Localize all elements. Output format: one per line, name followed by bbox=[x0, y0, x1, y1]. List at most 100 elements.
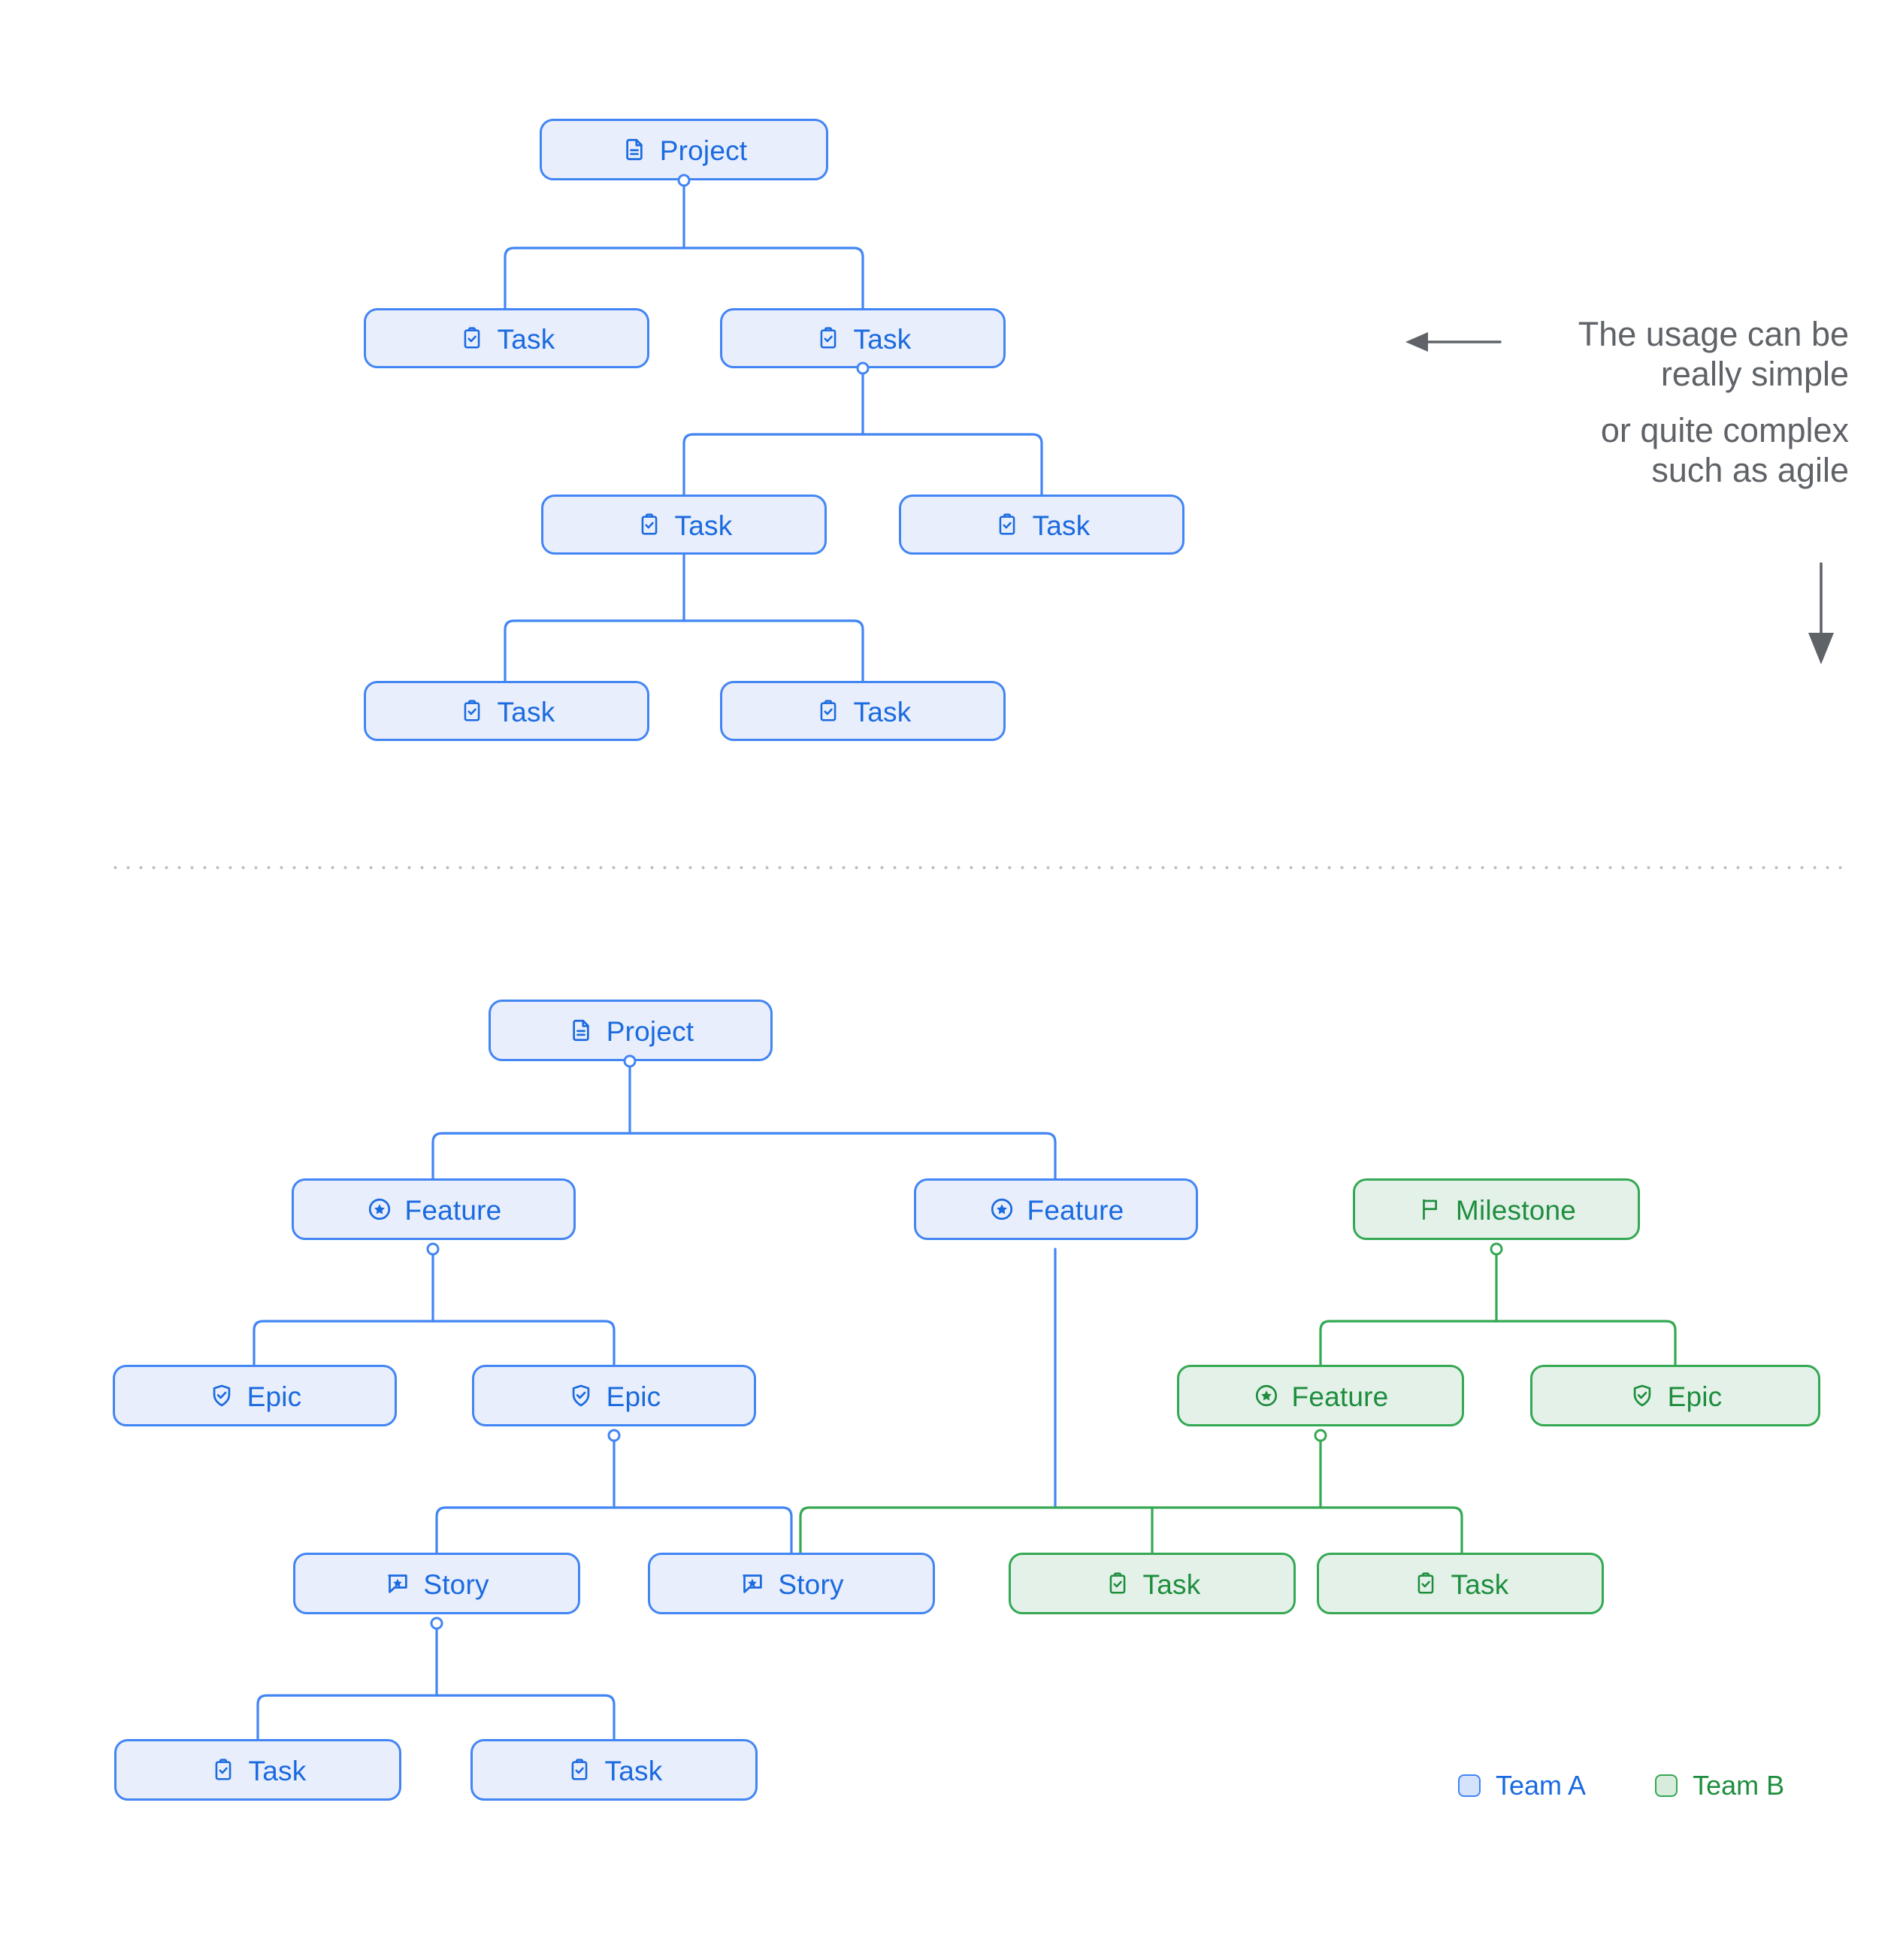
arrow-left-icon bbox=[1405, 332, 1502, 352]
node-task-6[interactable]: Task bbox=[720, 681, 1006, 741]
annotation-line-4: such as agile bbox=[1651, 451, 1849, 490]
node-label: Task bbox=[497, 323, 555, 355]
node-epic-2[interactable]: Epic bbox=[472, 1365, 756, 1426]
port-feature3-bottom bbox=[1314, 1429, 1327, 1442]
node-task-1[interactable]: Task bbox=[364, 308, 649, 368]
star-circle-icon bbox=[1253, 1382, 1280, 1409]
team-legend: Team A Team B bbox=[1458, 1770, 1784, 1801]
node-feature-3[interactable]: Feature bbox=[1177, 1365, 1464, 1426]
shield-check-icon bbox=[1629, 1382, 1656, 1409]
node-label: Feature bbox=[1027, 1194, 1124, 1226]
node-label: Task bbox=[1451, 1568, 1509, 1600]
edge-a-bus-feature1 bbox=[431, 1132, 631, 1181]
star-circle-icon bbox=[366, 1196, 393, 1223]
node-label: Project bbox=[606, 1015, 694, 1047]
clipboard-check-icon bbox=[458, 325, 486, 352]
port-story1-bottom bbox=[430, 1617, 443, 1630]
node-label: Task bbox=[1032, 510, 1091, 541]
legend-label: Team B bbox=[1693, 1770, 1785, 1801]
edge-a-bus-epic2 bbox=[431, 1320, 616, 1368]
port-milestone-bottom bbox=[1490, 1242, 1503, 1256]
port-project-bottom bbox=[677, 174, 691, 187]
port-feature1-bottom bbox=[426, 1242, 440, 1256]
annotation-text: The usage can be really simple or quite … bbox=[1496, 314, 1849, 490]
node-story-1[interactable]: Story bbox=[293, 1553, 580, 1614]
star-circle-icon bbox=[988, 1196, 1015, 1223]
node-label: Task bbox=[674, 510, 733, 541]
shield-check-icon bbox=[567, 1382, 594, 1409]
node-label: Milestone bbox=[1455, 1194, 1577, 1226]
node-epic-1[interactable]: Epic bbox=[113, 1365, 397, 1426]
node-task-3[interactable]: Task bbox=[541, 495, 827, 555]
square-swatch-icon bbox=[1458, 1774, 1481, 1797]
node-epic-3[interactable]: Epic bbox=[1530, 1365, 1820, 1426]
port-agile-project-bottom bbox=[623, 1054, 637, 1068]
edge-bus-task1 bbox=[504, 247, 685, 311]
node-agile-task-2[interactable]: Task bbox=[1317, 1553, 1604, 1614]
node-milestone[interactable]: Milestone bbox=[1353, 1178, 1640, 1240]
arrow-down-icon bbox=[1808, 562, 1834, 664]
node-label: Story bbox=[423, 1568, 489, 1600]
clipboard-check-icon bbox=[1104, 1570, 1131, 1597]
edge-a-bus-task3 bbox=[256, 1694, 438, 1742]
node-task-5[interactable]: Task bbox=[364, 681, 649, 741]
legend-item-team-b[interactable]: Team B bbox=[1655, 1770, 1784, 1801]
document-icon bbox=[621, 136, 648, 163]
flag-icon bbox=[1417, 1196, 1444, 1223]
edge-bus3-task5 bbox=[504, 619, 685, 684]
square-swatch-icon bbox=[1655, 1774, 1678, 1797]
clipboard-check-icon bbox=[566, 1756, 593, 1783]
section-divider bbox=[109, 866, 1845, 870]
edge-a-bus-story1 bbox=[435, 1506, 616, 1556]
clipboard-check-icon bbox=[994, 511, 1021, 538]
node-label: Project bbox=[659, 135, 748, 166]
clipboard-check-icon bbox=[815, 697, 842, 724]
node-feature-2[interactable]: Feature bbox=[914, 1178, 1198, 1240]
annotation-line-2: really simple bbox=[1660, 355, 1849, 394]
port-epic2-bottom bbox=[607, 1429, 621, 1442]
node-story-2[interactable]: Story bbox=[648, 1553, 935, 1614]
comment-star-icon bbox=[739, 1570, 766, 1597]
comment-star-icon bbox=[384, 1570, 411, 1597]
shield-check-icon bbox=[208, 1382, 235, 1409]
annotation-line-1: The usage can be bbox=[1578, 315, 1849, 353]
document-icon bbox=[567, 1017, 594, 1044]
edge-bus2-task4 bbox=[861, 433, 1043, 498]
edge-a-bus-epic1 bbox=[253, 1320, 434, 1368]
clipboard-check-icon bbox=[210, 1756, 237, 1783]
node-agile-task-1[interactable]: Task bbox=[1009, 1553, 1296, 1614]
edge-a-bus-story2 bbox=[613, 1506, 793, 1556]
node-label: Epic bbox=[1667, 1381, 1723, 1412]
clipboard-check-icon bbox=[815, 325, 842, 352]
annotation-line-3: or quite complex bbox=[1600, 411, 1849, 450]
port-task2-bottom bbox=[856, 361, 870, 375]
clipboard-check-icon bbox=[458, 697, 486, 724]
node-label: Epic bbox=[247, 1381, 302, 1412]
node-label: Feature bbox=[404, 1194, 502, 1226]
node-label: Feature bbox=[1291, 1381, 1389, 1412]
legend-item-team-a[interactable]: Team A bbox=[1458, 1770, 1586, 1801]
edge-a-greenbus bbox=[799, 1506, 1463, 1554]
node-label: Task bbox=[1142, 1568, 1201, 1600]
node-agile-project[interactable]: Project bbox=[489, 1000, 773, 1061]
edge-bus-task2 bbox=[682, 247, 864, 311]
node-agile-task-4[interactable]: Task bbox=[470, 1739, 758, 1801]
clipboard-check-icon bbox=[636, 511, 663, 538]
node-label: Story bbox=[778, 1568, 844, 1600]
edge-a-bus-feature2 bbox=[628, 1132, 1057, 1181]
node-task-2[interactable]: Task bbox=[720, 308, 1006, 368]
node-task-4[interactable]: Task bbox=[899, 495, 1184, 555]
legend-label: Team A bbox=[1496, 1770, 1587, 1801]
node-label: Epic bbox=[606, 1381, 661, 1412]
node-label: Task bbox=[853, 323, 912, 355]
edge-a-bus-epic3 bbox=[1495, 1320, 1677, 1368]
node-label: Task bbox=[248, 1755, 307, 1786]
edge-bus3-task6 bbox=[682, 619, 864, 684]
node-agile-task-3[interactable]: Task bbox=[114, 1739, 401, 1801]
node-project[interactable]: Project bbox=[540, 119, 828, 180]
node-label: Task bbox=[853, 696, 912, 727]
node-feature-1[interactable]: Feature bbox=[292, 1178, 576, 1240]
clipboard-check-icon bbox=[1412, 1570, 1439, 1597]
